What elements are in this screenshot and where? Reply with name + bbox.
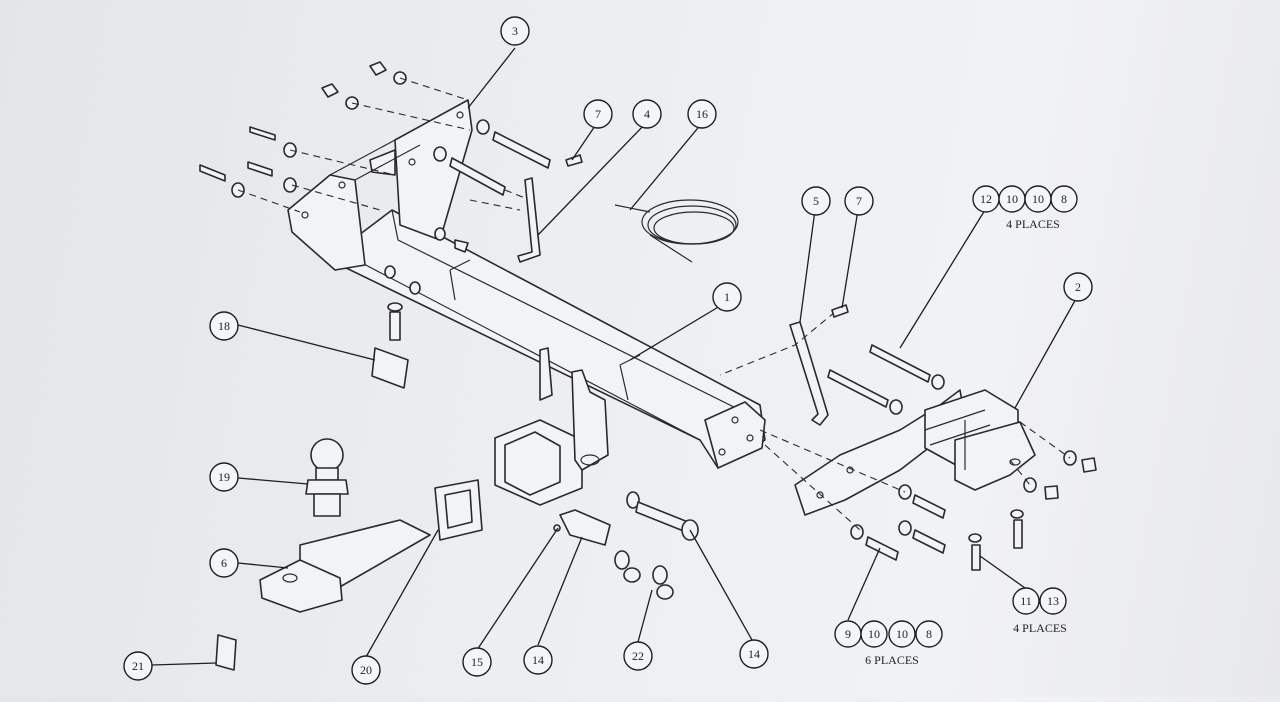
callout-10: 10 — [998, 185, 1026, 213]
callout-7: 7 — [844, 186, 874, 216]
svg-text:8: 8 — [926, 627, 932, 641]
callout-10: 10 — [1024, 185, 1052, 213]
svg-text:13: 13 — [1047, 594, 1059, 608]
main-crossbar — [339, 209, 766, 469]
callout-21: 21 — [123, 651, 153, 681]
callout-5: 5 — [801, 186, 831, 216]
svg-text:2: 2 — [1075, 280, 1081, 294]
svg-text:10: 10 — [1006, 192, 1018, 206]
hitch-pin-and-clips — [553, 491, 699, 600]
small-labels — [215, 347, 409, 671]
callout-8: 8 — [915, 620, 943, 648]
callout-1: 1 — [712, 282, 742, 312]
callout-4: 4 — [632, 99, 662, 129]
callout-17: 16 — [687, 99, 717, 129]
left-hardware — [199, 61, 583, 341]
callout-22: 22 — [623, 641, 653, 671]
svg-text:14: 14 — [748, 647, 760, 661]
wire-coil — [614, 199, 739, 263]
svg-text:16: 16 — [696, 107, 708, 121]
svg-text:22: 22 — [632, 649, 644, 663]
quantity-note: 4 PLACES — [1013, 621, 1067, 635]
callout-18: 18 — [209, 311, 239, 341]
svg-text:8: 8 — [1061, 192, 1067, 206]
svg-text:4: 4 — [644, 107, 650, 121]
svg-text:10: 10 — [1032, 192, 1044, 206]
center-strap — [517, 177, 541, 263]
callout-12: 12 — [972, 185, 1000, 213]
callout-10: 10 — [888, 620, 916, 648]
callout-15: 14 — [523, 645, 553, 675]
ball-mount — [259, 519, 431, 613]
leader-lines — [151, 47, 1078, 666]
right-side-bracket — [794, 389, 1036, 516]
callout-16: 15 — [462, 647, 492, 677]
callout-3: 3 — [500, 16, 530, 46]
callout-10: 10 — [860, 620, 888, 648]
callout-14: 14 — [739, 639, 769, 669]
svg-text:3: 3 — [512, 24, 518, 38]
callout-13: 13 — [1039, 587, 1067, 615]
callout-2: 2 — [1063, 272, 1093, 302]
svg-text:7: 7 — [595, 107, 601, 121]
callout-20: 20 — [351, 655, 381, 685]
svg-text:18: 18 — [218, 319, 230, 333]
svg-text:6: 6 — [221, 556, 227, 570]
svg-text:9: 9 — [845, 627, 851, 641]
tow-ball — [305, 438, 349, 517]
quantity-note: 4 PLACES — [1006, 217, 1060, 231]
callout-11: 11 — [1012, 587, 1040, 615]
svg-text:5: 5 — [813, 194, 819, 208]
svg-text:21: 21 — [132, 659, 144, 673]
svg-text:1: 1 — [724, 290, 730, 304]
receiver-cover — [434, 479, 483, 541]
svg-text:7: 7 — [856, 194, 862, 208]
svg-text:11: 11 — [1020, 594, 1032, 608]
callout-8: 8 — [1050, 185, 1078, 213]
callout-9: 9 — [834, 620, 862, 648]
callout-6: 6 — [209, 548, 239, 578]
svg-text:10: 10 — [896, 627, 908, 641]
svg-text:14: 14 — [532, 653, 544, 667]
svg-text:15: 15 — [471, 655, 483, 669]
svg-text:10: 10 — [868, 627, 880, 641]
quantity-note: 6 PLACES — [865, 653, 919, 667]
left-side-bracket — [287, 99, 473, 271]
svg-text:20: 20 — [360, 663, 372, 677]
right-hardware — [759, 344, 1097, 571]
callout-19: 19 — [209, 462, 239, 492]
callout-7: 7 — [583, 99, 613, 129]
svg-text:12: 12 — [980, 192, 992, 206]
receiver-housing — [494, 347, 609, 506]
svg-text:19: 19 — [218, 470, 230, 484]
